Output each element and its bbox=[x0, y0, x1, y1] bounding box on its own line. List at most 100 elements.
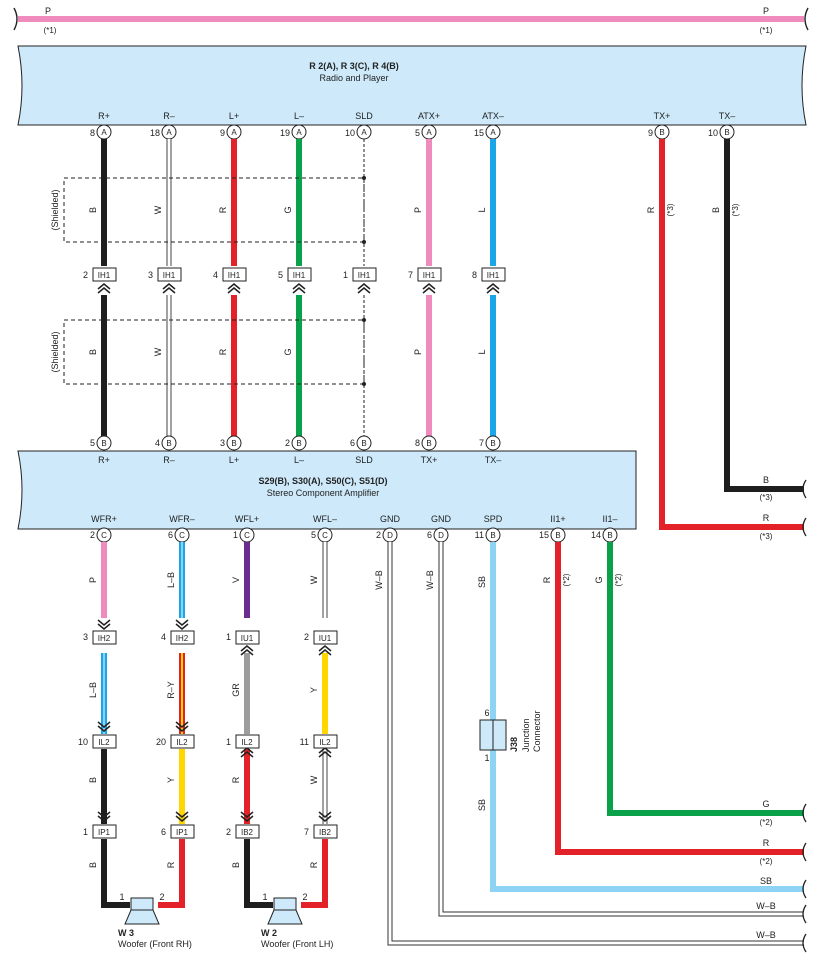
output-color: G bbox=[762, 799, 769, 809]
shield-label: (Shielded) bbox=[50, 189, 60, 230]
svg-text:A: A bbox=[231, 128, 237, 137]
svg-text:7: 7 bbox=[304, 827, 309, 837]
svg-text:14: 14 bbox=[591, 530, 601, 540]
svg-text:R+: R+ bbox=[98, 455, 110, 465]
woofer-id: W 3 bbox=[118, 928, 134, 938]
shield-label: (Shielded) bbox=[50, 331, 60, 372]
gnd-wires: W–B W–B W–B W–B bbox=[374, 542, 807, 953]
top-line-right-color: P bbox=[763, 6, 769, 16]
wire-color-label: R bbox=[218, 348, 228, 355]
svg-text:11: 11 bbox=[475, 530, 484, 540]
svg-text:L–: L– bbox=[294, 455, 304, 465]
tx-plus-note: (*3) bbox=[666, 203, 675, 216]
svg-text:GND: GND bbox=[380, 514, 401, 524]
svg-text:II1+: II1+ bbox=[550, 514, 565, 524]
woofer-front-lh: 1 2 W 2 Woofer (Front LH) bbox=[261, 892, 333, 949]
woofer-front-rh: 1 2 W 3 Woofer (Front RH) bbox=[118, 892, 192, 949]
svg-text:IH1: IH1 bbox=[358, 271, 371, 280]
svg-text:B: B bbox=[555, 531, 560, 540]
svg-text:A: A bbox=[101, 128, 107, 137]
output-note: (*3) bbox=[760, 493, 773, 502]
radio-title: R 2(A), R 3(C), R 4(B) bbox=[309, 61, 399, 71]
svg-text:3: 3 bbox=[220, 438, 225, 448]
svg-text:10: 10 bbox=[78, 737, 88, 747]
svg-text:TX+: TX+ bbox=[654, 111, 671, 121]
connector: 10 IL2 bbox=[78, 734, 117, 749]
wire-color-label: W bbox=[153, 205, 163, 214]
svg-text:B: B bbox=[490, 439, 495, 448]
svg-text:R: R bbox=[309, 861, 319, 868]
svg-text:G: G bbox=[594, 576, 604, 583]
svg-text:2: 2 bbox=[159, 892, 164, 902]
lower-wires: (Shielded) B W R G P L bbox=[50, 295, 496, 436]
svg-text:WFL+: WFL+ bbox=[235, 514, 259, 524]
svg-text:B: B bbox=[361, 439, 366, 448]
svg-text:R: R bbox=[231, 776, 241, 783]
svg-text:Y: Y bbox=[166, 777, 176, 783]
svg-text:IB2: IB2 bbox=[319, 828, 332, 837]
svg-text:IL2: IL2 bbox=[98, 738, 110, 747]
svg-text:IB2: IB2 bbox=[241, 828, 254, 837]
svg-text:3: 3 bbox=[148, 270, 153, 280]
output-color: B bbox=[763, 475, 769, 485]
svg-text:B: B bbox=[231, 862, 241, 868]
chain-chevrons bbox=[97, 619, 332, 822]
svg-text:R+: R+ bbox=[98, 111, 110, 121]
connector-ih1: 5 IH1 bbox=[278, 267, 312, 282]
svg-text:A: A bbox=[361, 128, 367, 137]
svg-text:5: 5 bbox=[278, 270, 283, 280]
svg-text:5: 5 bbox=[90, 438, 95, 448]
svg-text:1: 1 bbox=[226, 737, 231, 747]
junction-id: J38 bbox=[509, 737, 519, 752]
svg-text:2: 2 bbox=[90, 530, 95, 540]
svg-text:WFR+: WFR+ bbox=[91, 514, 117, 524]
svg-text:IH1: IH1 bbox=[423, 271, 436, 280]
svg-text:9: 9 bbox=[648, 128, 653, 138]
svg-text:6: 6 bbox=[350, 438, 355, 448]
svg-text:1: 1 bbox=[233, 530, 238, 540]
svg-text:5: 5 bbox=[311, 530, 316, 540]
svg-text:WFR–: WFR– bbox=[169, 514, 195, 524]
svg-text:6: 6 bbox=[427, 530, 432, 540]
svg-text:B: B bbox=[607, 531, 612, 540]
wire-color-label: G bbox=[283, 348, 293, 355]
svg-text:IL2: IL2 bbox=[176, 738, 188, 747]
svg-text:1: 1 bbox=[484, 753, 489, 763]
amp-subtitle: Stereo Component Amplifier bbox=[267, 488, 380, 498]
svg-text:R–: R– bbox=[163, 455, 175, 465]
svg-text:2: 2 bbox=[376, 530, 381, 540]
svg-text:B: B bbox=[88, 862, 98, 868]
svg-text:5: 5 bbox=[415, 128, 420, 138]
svg-text:8: 8 bbox=[472, 270, 477, 280]
svg-text:L+: L+ bbox=[229, 111, 239, 121]
output-color: W–B bbox=[756, 930, 776, 940]
shield-box bbox=[63, 177, 365, 243]
svg-text:11: 11 bbox=[300, 737, 309, 747]
svg-text:2: 2 bbox=[304, 632, 309, 642]
svg-text:C: C bbox=[322, 531, 328, 540]
gnd-color: W–B bbox=[374, 570, 384, 590]
spd-wire: SB SB SB bbox=[477, 542, 807, 899]
woofer-chain-wfl-plus bbox=[244, 542, 273, 908]
svg-text:B: B bbox=[296, 439, 301, 448]
svg-text:1: 1 bbox=[226, 632, 231, 642]
svg-text:15: 15 bbox=[539, 530, 549, 540]
connector: 7 IB2 bbox=[304, 824, 338, 839]
svg-text:IH1: IH1 bbox=[293, 271, 306, 280]
svg-text:2: 2 bbox=[226, 827, 231, 837]
